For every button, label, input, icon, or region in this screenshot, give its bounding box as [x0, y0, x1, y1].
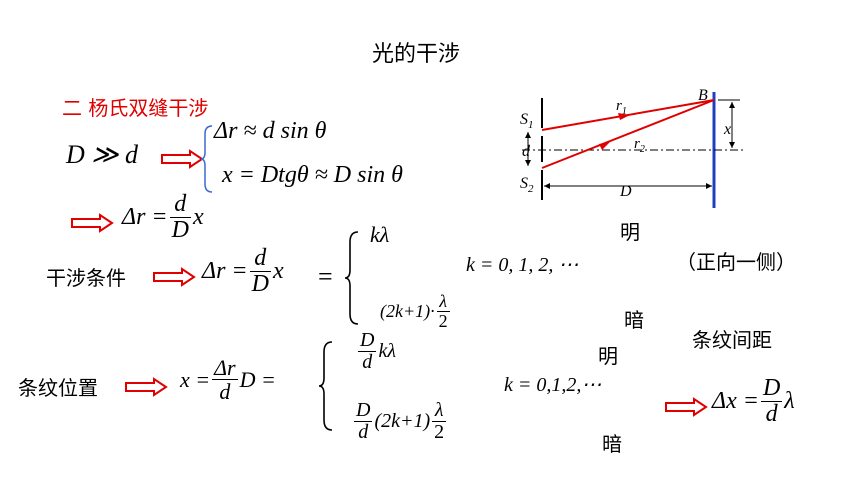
fraction-numerator: Δr	[214, 355, 236, 380]
condition-delta-r-eq: Δr = d D x	[202, 245, 284, 298]
delta-r-eq: Δr = d D x	[122, 191, 204, 244]
double-arrow-right-icon	[71, 213, 114, 233]
double-slit-diagram: S1 S2 d r1 r2 B x D	[520, 87, 746, 208]
page-title: 光的干涉	[372, 42, 461, 67]
d-label: d	[522, 143, 531, 160]
dark-position: D d (2k+1) λ 2	[352, 400, 448, 443]
fraction-denominator: d	[358, 421, 369, 443]
D-label: D	[619, 183, 632, 200]
half-odd-term: (2k+1)	[374, 410, 431, 432]
delta-x-label: Δx =	[712, 388, 759, 415]
double-arrow-right-icon	[125, 377, 168, 397]
double-arrow-right-icon	[153, 267, 196, 287]
double-arrow-right-icon	[161, 149, 204, 169]
one-side-label: （正向一侧）	[676, 250, 796, 274]
fringe-spacing-label: 条纹间距	[692, 328, 772, 352]
x-symbol: x	[272, 258, 284, 285]
ray-r1-arrow	[618, 113, 630, 120]
equals-sign: =	[318, 262, 333, 291]
interference-condition-label: 干涉条件	[46, 266, 126, 290]
fraction-denominator: D	[251, 271, 269, 298]
ray-r2-arrow	[599, 142, 610, 150]
dark-condition: (2k+1)· λ 2	[380, 292, 452, 331]
path-difference-eq: Δr ≈ d sin θ	[214, 118, 327, 144]
delta-r-label: Δr =	[202, 258, 248, 285]
r1-label: r1	[616, 98, 627, 117]
x-relation-eq: x = Dtgθ ≈ D sin θ	[222, 162, 403, 188]
d-over-D-fraction: d D	[169, 191, 191, 244]
condition-lhs: D ≫ d	[66, 140, 138, 169]
x-label: x	[723, 121, 731, 138]
section-heading: 二 杨氏双缝干涉	[62, 96, 209, 120]
delta-r-label: Δr =	[122, 204, 168, 231]
fraction-numerator: D	[762, 375, 781, 401]
dark-label-2: 暗	[602, 432, 622, 456]
bright-label: 明	[620, 220, 640, 244]
d-over-D-fraction: d D	[249, 245, 271, 298]
r2-label: r2	[634, 136, 645, 155]
fraction-numerator: D	[356, 399, 371, 421]
k-values: k = 0, 1, 2, ⋯	[466, 254, 579, 276]
fraction-denominator: d	[219, 379, 231, 405]
ray-r2	[541, 99, 715, 169]
D-over-d-fraction: D d	[760, 375, 783, 428]
fraction-denominator: 2	[434, 421, 445, 443]
left-brace	[344, 231, 359, 325]
fringe-position-eq: x = Δr d D =	[180, 356, 276, 403]
left-brace	[318, 341, 333, 431]
D-over-d-fraction: D d	[354, 399, 373, 443]
bright-condition: kλ	[370, 222, 390, 247]
delta-r-over-d-fraction: Δr d	[212, 355, 238, 405]
s2-label: S2	[520, 175, 534, 195]
lambda-symbol: λ	[784, 388, 795, 415]
D-equals-label: D =	[239, 366, 276, 392]
bright-position: D d kλ	[356, 330, 396, 373]
fraction-denominator: d	[362, 351, 373, 373]
fraction-numerator: d	[254, 245, 267, 271]
bright-label-2: 明	[598, 344, 618, 368]
x-symbol: x	[192, 204, 204, 231]
B-label: B	[698, 87, 708, 104]
fraction-numerator: D	[360, 329, 375, 351]
left-brace	[200, 125, 213, 193]
x-equals-label: x =	[180, 366, 211, 392]
fraction-denominator: 2	[438, 310, 448, 331]
fraction-numerator: λ	[434, 399, 444, 421]
lambda-over-2-fraction: λ 2	[436, 291, 450, 331]
fraction-numerator: λ	[439, 291, 448, 311]
s1-label: S1	[520, 111, 534, 131]
fraction-denominator: d	[765, 401, 778, 428]
k-values-compact: k = 0,1,2,⋯	[504, 374, 602, 396]
lambda-over-2-fraction: λ 2	[432, 399, 447, 443]
fringe-position-label: 条纹位置	[18, 376, 98, 400]
D-over-d-fraction: D d	[358, 329, 377, 373]
dark-label: 暗	[624, 308, 644, 332]
fraction-denominator: D	[171, 217, 189, 244]
half-odd-term: (2k+1)·	[380, 300, 435, 321]
fraction-numerator: d	[174, 191, 187, 217]
fringe-spacing-eq: Δx = D d λ	[712, 375, 795, 428]
double-arrow-right-icon	[665, 397, 708, 417]
k-lambda-term: kλ	[378, 340, 396, 362]
